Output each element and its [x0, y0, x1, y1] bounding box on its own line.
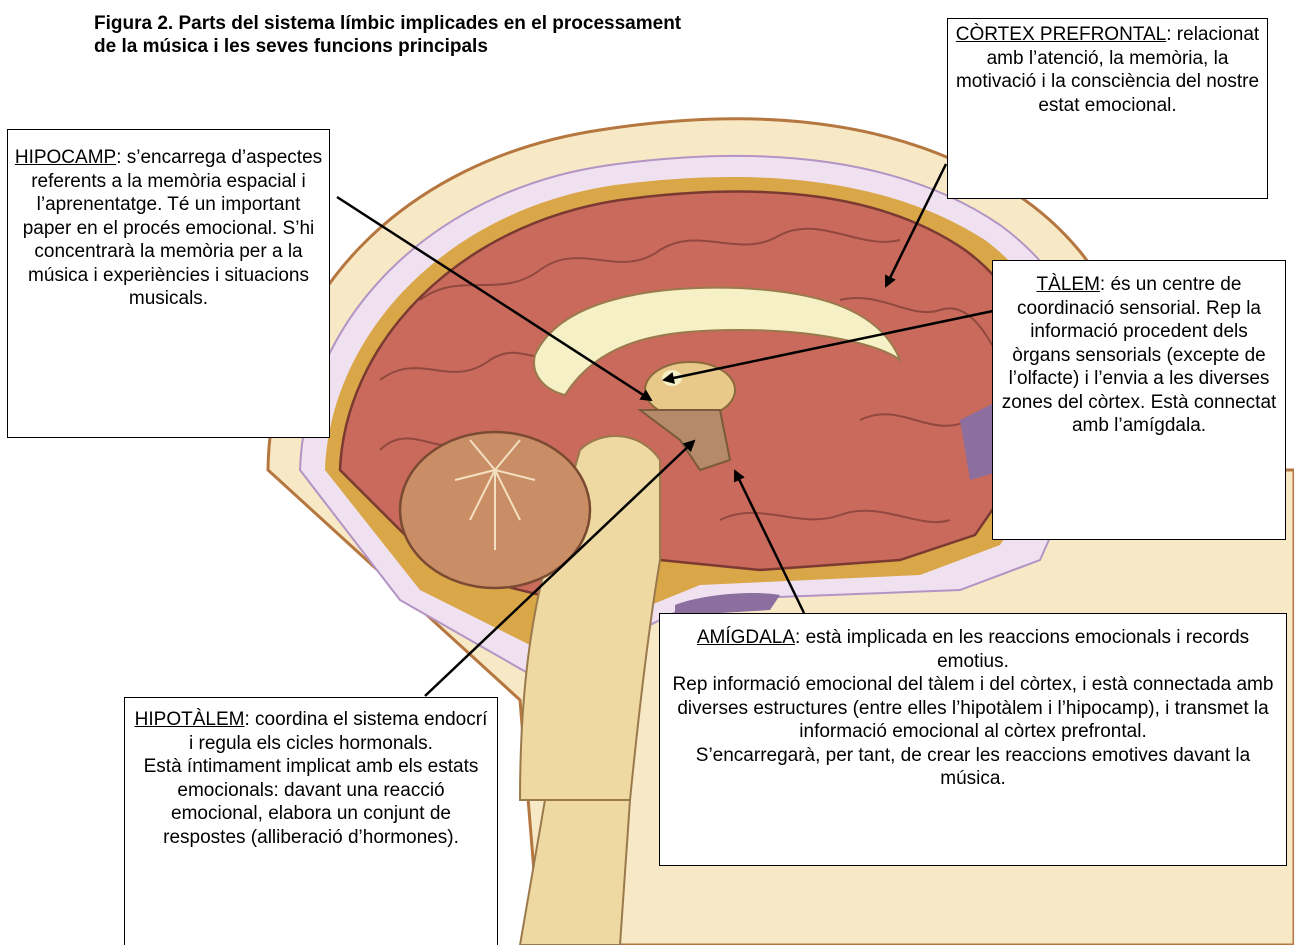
- desc-amigdala-3: S’encarregarà, per tant, de crear les re…: [666, 744, 1280, 791]
- desc-amigdala-1: : està implicada en les reaccions emocio…: [795, 627, 1249, 672]
- term-hipocamp: HIPOCAMP: [15, 147, 116, 168]
- callout-amigdala: AMÍGDALA: està implicada en les reaccion…: [659, 613, 1287, 866]
- figure-title: Figura 2. Parts del sistema límbic impli…: [94, 12, 894, 58]
- callout-hipocamp: HIPOCAMP: s’encarrega d’aspectes referen…: [7, 129, 330, 438]
- figure-title-line1: Figura 2. Parts del sistema límbic impli…: [94, 12, 894, 35]
- callout-talem: TÀLEM: és un centre de coordinació senso…: [992, 260, 1286, 540]
- term-amigdala: AMÍGDALA: [697, 627, 795, 648]
- term-hipotalem: HIPOTÀLEM: [135, 709, 245, 730]
- term-cortex-prefrontal: CÒRTEX PREFRONTAL: [956, 24, 1166, 45]
- thalamus-nucleus: [662, 370, 682, 386]
- desc-amigdala-2: Rep informació emocional del tàlem i del…: [666, 673, 1280, 744]
- figure-title-line2: de la música i les seves funcions princi…: [94, 35, 894, 58]
- desc-talem: : és un centre de coordinació sensorial.…: [1002, 274, 1277, 436]
- callout-hipotalem: HIPOTÀLEM: coordina el sistema endocrí i…: [124, 697, 498, 945]
- callout-cortex-prefrontal: CÒRTEX PREFRONTAL: relacionat amb l’aten…: [947, 18, 1268, 199]
- term-talem: TÀLEM: [1037, 274, 1100, 295]
- desc-hipotalem-2: Està íntimament implicat amb els estats …: [131, 755, 491, 849]
- desc-hipocamp: : s’encarrega d’aspectes referents a la …: [23, 147, 322, 309]
